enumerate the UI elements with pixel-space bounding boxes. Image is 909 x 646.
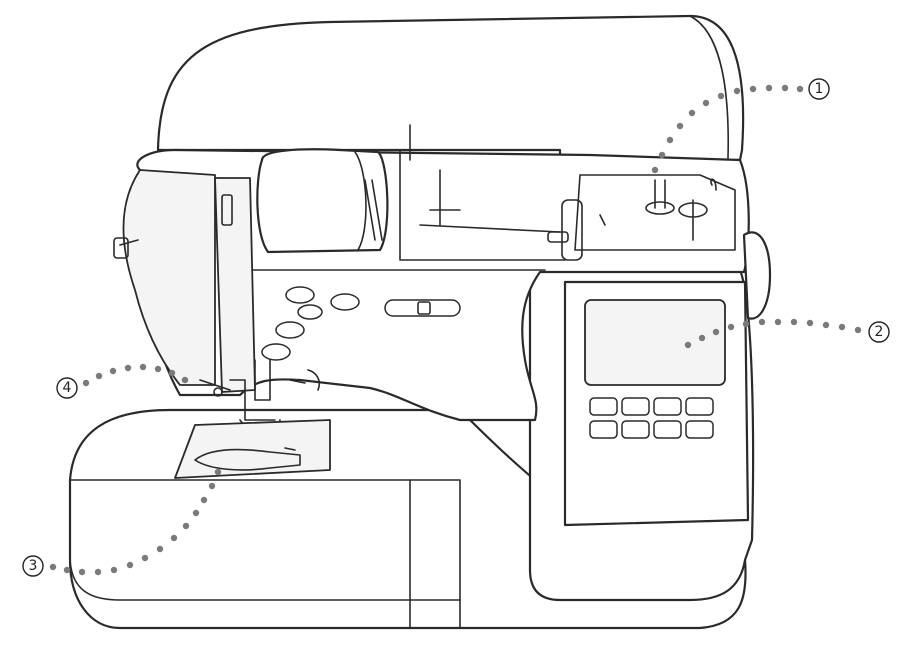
callout-4-label: 4: [63, 380, 72, 396]
callout-2: 2: [868, 321, 890, 343]
top-cover: [156, 14, 745, 162]
leader-4: [82, 363, 189, 387]
leader-lines: [49, 84, 862, 576]
callout-1-label: 1: [815, 81, 824, 97]
leader-3: [49, 468, 222, 576]
callout-1: 1: [808, 78, 830, 100]
keypad: [589, 397, 714, 439]
callout-2-label: 2: [875, 324, 884, 340]
callout-4: 4: [56, 377, 78, 399]
leader-2: [684, 318, 862, 349]
callout-3: 3: [22, 555, 44, 577]
callout-3-label: 3: [29, 558, 38, 574]
machine-body: [68, 124, 772, 630]
leader-1: [651, 84, 804, 174]
